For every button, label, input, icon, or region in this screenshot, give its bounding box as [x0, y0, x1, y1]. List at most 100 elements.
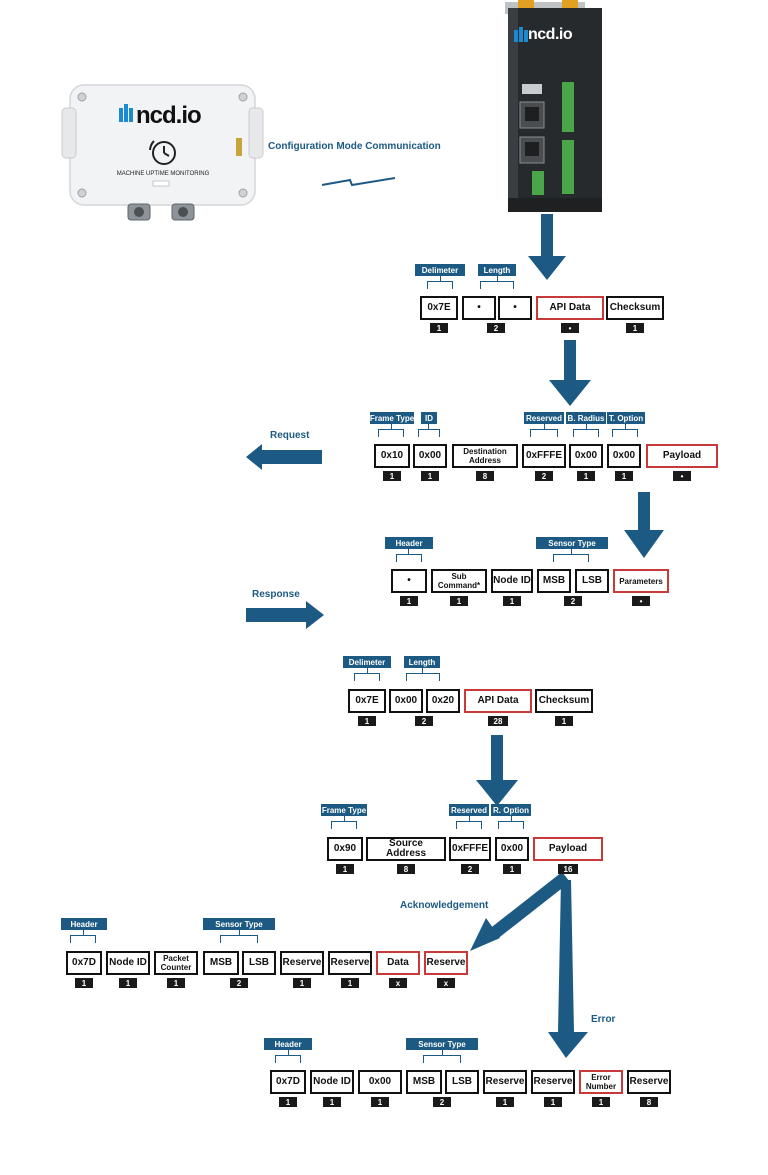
cell-parameters: Parameters [613, 569, 669, 593]
count: 1 [75, 978, 93, 988]
tag-length: Length [478, 264, 516, 276]
cell-payload: Payload [646, 444, 718, 468]
count: • [561, 323, 579, 333]
count: 1 [503, 596, 521, 606]
tag-transmit-option: T. Option [607, 412, 645, 424]
tag-frame-type: Frame Type [321, 804, 367, 816]
flow-arrows [246, 214, 664, 1058]
count: 28 [488, 716, 508, 726]
cell-source-address: Source Address [366, 837, 446, 861]
count: 1 [279, 1097, 297, 1107]
sensor-logo-text: ncd.io [136, 102, 202, 129]
cell-sensor-msb: MSB [203, 951, 239, 975]
cell-reserve: Reserve [328, 951, 372, 975]
cell-length-lsb: 0x20 [426, 689, 460, 713]
cell-reserve: Reserve [531, 1070, 575, 1094]
cell-reserve: Reserve [424, 951, 468, 975]
cell-frame-type: 0x10 [374, 444, 410, 468]
response-label: Response [252, 589, 300, 600]
cell-checksum: Checksum [535, 689, 593, 713]
clock-icon [149, 140, 176, 165]
tag-delimeter: Delimeter [343, 656, 391, 668]
count: 1 [421, 471, 439, 481]
tag-reserved: Reserved [524, 412, 564, 424]
count: 1 [383, 471, 401, 481]
tag-sensor-type: Sensor Type [536, 537, 608, 549]
tag-sensor-type: Sensor Type [406, 1038, 478, 1050]
cell-reserve: Reserve [280, 951, 324, 975]
count: 1 [615, 471, 633, 481]
cell-node-id: Node ID [491, 569, 533, 593]
count: 1 [400, 596, 418, 606]
cell-error-code: 0x00 [358, 1070, 402, 1094]
count: • [632, 596, 650, 606]
cell-delimiter: 0x7E [348, 689, 386, 713]
cell-length-lsb: • [498, 296, 532, 320]
cell-header: • [391, 569, 427, 593]
cell-sensor-lsb: LSB [445, 1070, 479, 1094]
tag-reserved: Reserved [449, 804, 489, 816]
cell-frame-type: 0x90 [327, 837, 363, 861]
tag-header: Header [61, 918, 107, 930]
cell-header: 0x7D [66, 951, 102, 975]
count: x [437, 978, 455, 988]
count: 1 [544, 1097, 562, 1107]
tag-broadcast-radius: B. Radius [566, 412, 606, 424]
count: 1 [577, 471, 595, 481]
count: • [673, 471, 691, 481]
count: 2 [564, 596, 582, 606]
sensor-device [61, 84, 264, 221]
count: 8 [397, 864, 415, 874]
cell-reserve: Reserve [483, 1070, 527, 1094]
count: 2 [230, 978, 248, 988]
count: 1 [293, 978, 311, 988]
cell-length-msb: 0x00 [389, 689, 423, 713]
cell-header: 0x7D [270, 1070, 306, 1094]
cell-reserved: 0xFFFE [522, 444, 566, 468]
count: 1 [336, 864, 354, 874]
cell-node-id: Node ID [106, 951, 150, 975]
count: 8 [476, 471, 494, 481]
count: 1 [341, 978, 359, 988]
count: 1 [323, 1097, 341, 1107]
tag-id: ID [421, 412, 437, 424]
count: 2 [487, 323, 505, 333]
acknowledgement-label: Acknowledgement [400, 900, 489, 911]
cell-sensor-msb: MSB [537, 569, 571, 593]
cell-destination-address: Destination Address [452, 444, 518, 468]
config-mode-label: Configuration Mode Communication [268, 141, 441, 152]
tag-frame-type: Frame Type [369, 412, 415, 424]
tag-sensor-type: Sensor Type [203, 918, 275, 930]
cell-checksum: Checksum [606, 296, 664, 320]
count: 2 [433, 1097, 451, 1107]
tag-header: Header [385, 537, 433, 549]
gateway-logo-text: ncd.io [528, 26, 573, 43]
count: 1 [450, 596, 468, 606]
count: 1 [496, 1097, 514, 1107]
cell-delimiter: 0x7E [420, 296, 458, 320]
count: 16 [558, 864, 578, 874]
count: 1 [592, 1097, 610, 1107]
cell-error-number: Error Number [579, 1070, 623, 1094]
cell-reserve: Reserve [627, 1070, 671, 1094]
cell-payload: Payload [533, 837, 603, 861]
count: 2 [535, 471, 553, 481]
cell-length-msb: • [462, 296, 496, 320]
tag-delimeter: Delimeter [415, 264, 465, 276]
count: 1 [430, 323, 448, 333]
request-label: Request [270, 430, 310, 441]
cell-sensor-msb: MSB [406, 1070, 442, 1094]
tag-header: Header [264, 1038, 312, 1050]
count: 1 [371, 1097, 389, 1107]
count: 1 [626, 323, 644, 333]
count: 1 [555, 716, 573, 726]
cell-receive-option: 0x00 [495, 837, 529, 861]
cell-data: Data [376, 951, 420, 975]
count: 1 [503, 864, 521, 874]
cell-node-id: Node ID [310, 1070, 354, 1094]
cell-sensor-lsb: LSB [575, 569, 609, 593]
wireless-signal-icon [321, 177, 396, 187]
error-label: Error [591, 1014, 616, 1025]
cell-broadcast-radius: 0x00 [569, 444, 603, 468]
